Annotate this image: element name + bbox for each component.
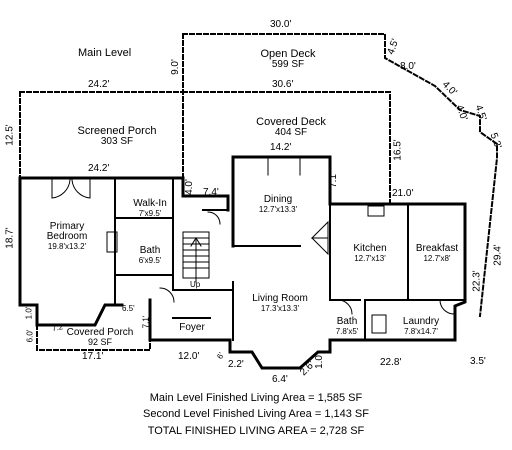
room-walkin: Walk-In 7'x9.5' (133, 199, 167, 218)
dim-label: 9.0' (169, 59, 181, 75)
room-name: Dining (263, 194, 293, 205)
room-size: 12.7'x8' (423, 254, 451, 263)
room-name: Laundry (402, 316, 440, 327)
dim-label: 17.1' (82, 351, 104, 362)
summary-second-level: Second Level Finished Living Area = 1,14… (143, 408, 369, 420)
dim-label: 16.5' (392, 139, 404, 161)
dim-label: 24.2' (88, 79, 110, 90)
room-name: Walk-In (133, 198, 167, 209)
room-bath-1: Bath 6'x9.5' (139, 246, 162, 265)
dim-label: 4.0' (183, 179, 195, 195)
room-open-deck: Open Deck 599 SF (260, 49, 315, 70)
room-name: Kitchen (353, 243, 387, 254)
room-size: 6'x9.5' (138, 256, 162, 265)
dim-label: 14.2' (270, 142, 292, 153)
room-name: Screened Porch (77, 125, 157, 137)
exterior-wall-top-right (328, 202, 467, 342)
room-kitchen: Kitchen 12.7'x13' (353, 244, 386, 263)
dim-label: 1.0' (313, 353, 325, 369)
room-primary-bedroom: Primary Bedroom 19.8'x13.2' (47, 222, 88, 251)
dim-label: 6.0' (25, 329, 35, 343)
open-deck-outline (182, 33, 498, 318)
room-name: Living Room (252, 293, 308, 304)
dim-label: 1.0' (24, 306, 34, 320)
room-name: Foyer (179, 322, 205, 333)
room-name: Bath (139, 245, 161, 256)
room-size: 404 SF (274, 127, 308, 138)
room-size: 12.7'x13.3' (258, 205, 298, 214)
room-name: Primary (49, 221, 85, 232)
exterior-wall-left (18, 176, 124, 327)
dim-label: 29.4' (492, 244, 504, 266)
dim-label: 18.7' (4, 227, 16, 249)
room-covered-deck: Covered Deck 404 SF (256, 117, 326, 138)
exterior-wall-dining-top (231, 155, 332, 248)
dim-label: 24.2' (88, 163, 110, 174)
room-name: Breakfast (415, 243, 459, 254)
room-covered-porch: Covered Porch 92 SF (67, 328, 134, 347)
room-screened-porch: Screened Porch 303 SF (78, 126, 157, 147)
room-dining: Dining 12.7'x13.3' (259, 195, 297, 214)
summary-main-level: Main Level Finished Living Area = 1,585 … (149, 392, 363, 404)
room-name-2: Bedroom (46, 231, 88, 242)
room-size: 12.7'x13' (354, 254, 386, 263)
dim-label: 22.3' (471, 270, 483, 292)
room-foyer: Foyer (179, 323, 205, 333)
room-breakfast: Breakfast 12.7'x8' (416, 244, 458, 263)
room-name: Open Deck (260, 48, 316, 60)
room-name: Covered Porch (66, 327, 134, 338)
dim-label: 12.0' (178, 351, 200, 362)
dim-label: 22.8' (380, 357, 402, 368)
dim-label: 7.1' (327, 172, 339, 188)
dim-label: 7.4' (203, 187, 219, 198)
dim-label: 3.5' (470, 356, 486, 367)
dim-label: 12.5' (4, 124, 16, 146)
exterior-wall-bottom-mid (148, 298, 332, 370)
room-size: 17.3'x13.3' (260, 304, 300, 313)
dim-label: 8.0' (400, 61, 416, 72)
dim-label: 6.4' (272, 374, 288, 385)
covered-deck-outline (182, 91, 391, 205)
room-name: Bath (336, 316, 358, 327)
room-living: Living Room 17.3'x13.3' (252, 294, 308, 313)
level-title: Main Level (78, 47, 132, 59)
stairs-up-label: Up (190, 280, 201, 289)
room-size: 7.8'x5' (335, 327, 359, 336)
dim-label: 21.0' (392, 188, 414, 199)
room-laundry: Laundry 7.8'x14.7' (403, 317, 439, 336)
dim-label: 30.6' (272, 79, 294, 90)
room-size: 19.8'x13.2' (47, 242, 87, 251)
room-size: 303 SF (100, 136, 134, 147)
room-size: 92 SF (87, 337, 113, 347)
exterior-wall-stair-notch (181, 176, 230, 212)
room-size: 599 SF (271, 59, 305, 70)
summary-total: TOTAL FINISHED LIVING AREA = 2,728 SF (147, 425, 365, 437)
room-size: 7'x9.5' (138, 209, 162, 218)
dim-label: 30.0' (270, 19, 292, 30)
room-bath-2: Bath 7.8'x5' (336, 317, 359, 336)
room-size: 7.8'x14.7' (404, 327, 438, 336)
dim-label: 2.2' (228, 359, 244, 370)
dim-label: 6.5' (122, 304, 135, 313)
dim-label: 7.1' (141, 315, 151, 329)
room-name: Covered Deck (256, 116, 326, 128)
